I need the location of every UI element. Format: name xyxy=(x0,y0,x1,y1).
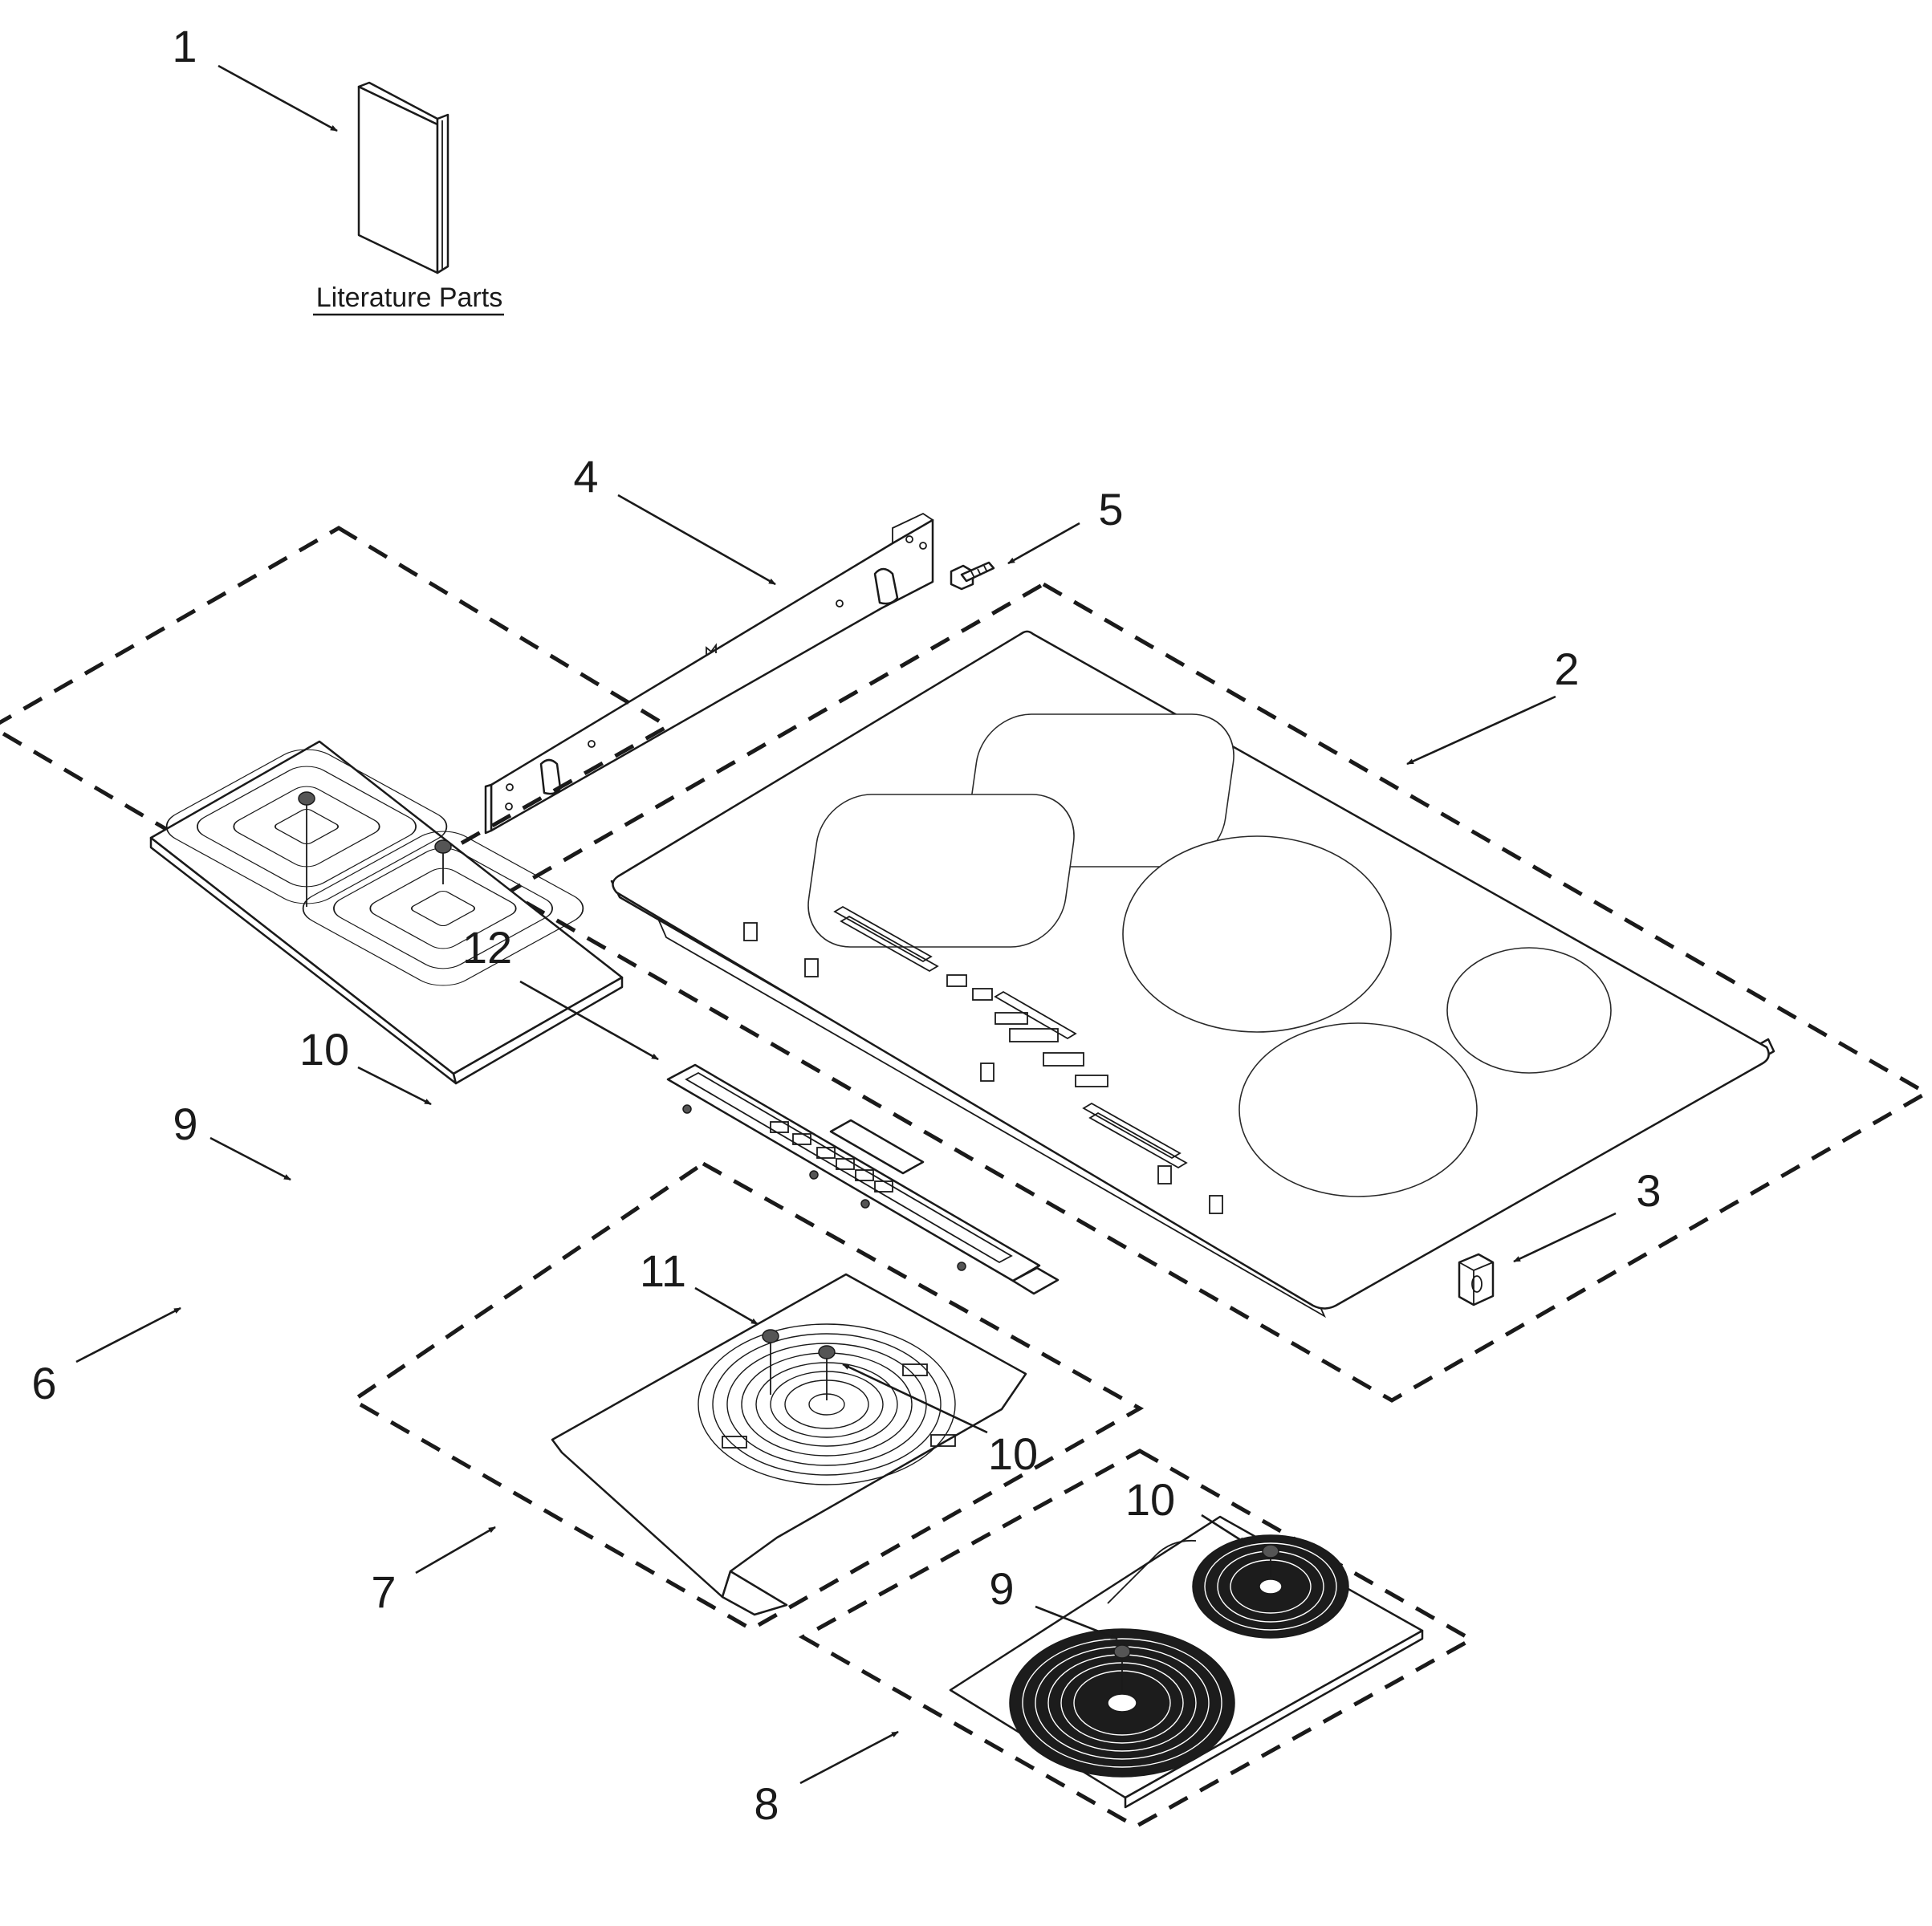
callout-9-left: 9 xyxy=(173,1099,197,1149)
dark-coil-pair-boundary xyxy=(798,1449,1476,1829)
callout-9-right: 9 xyxy=(989,1563,1014,1614)
callout-10-right: 10 xyxy=(1125,1474,1175,1525)
callout-3: 3 xyxy=(1636,1165,1661,1216)
clip-part xyxy=(1458,1253,1495,1306)
cooktop-assembly-boundary xyxy=(503,582,1931,1403)
callout-10-left: 10 xyxy=(299,1024,349,1075)
round-coil-boundary xyxy=(349,1161,1145,1631)
callout-7: 7 xyxy=(371,1566,396,1617)
round-coil-assembly xyxy=(551,1273,1027,1616)
cooktop-glass xyxy=(610,630,1775,1319)
callout-4: 4 xyxy=(573,451,598,502)
dark-coil-assembly xyxy=(949,1515,1424,1809)
callout-numbers: 1 2 3 4 5 6 7 8 9 9 10 10 10 11 12 xyxy=(31,21,1661,1829)
callout-12: 12 xyxy=(462,922,512,973)
callout-arrows xyxy=(75,64,1617,1785)
callout-8: 8 xyxy=(754,1778,779,1829)
callout-2: 2 xyxy=(1554,644,1579,694)
callout-6: 6 xyxy=(31,1358,56,1408)
literature-booklet xyxy=(357,81,449,274)
callout-11: 11 xyxy=(640,1245,686,1296)
literature-parts-label: Literature Parts xyxy=(316,282,502,313)
callout-5: 5 xyxy=(1098,484,1123,534)
mounting-bracket xyxy=(484,512,934,835)
callout-1: 1 xyxy=(172,21,197,71)
square-coil-assembly xyxy=(149,740,624,1085)
cooktop-control-strip xyxy=(833,905,1188,1169)
control-board xyxy=(666,1063,1060,1295)
screw-part xyxy=(950,561,995,591)
callout-10-middle: 10 xyxy=(988,1428,1038,1479)
